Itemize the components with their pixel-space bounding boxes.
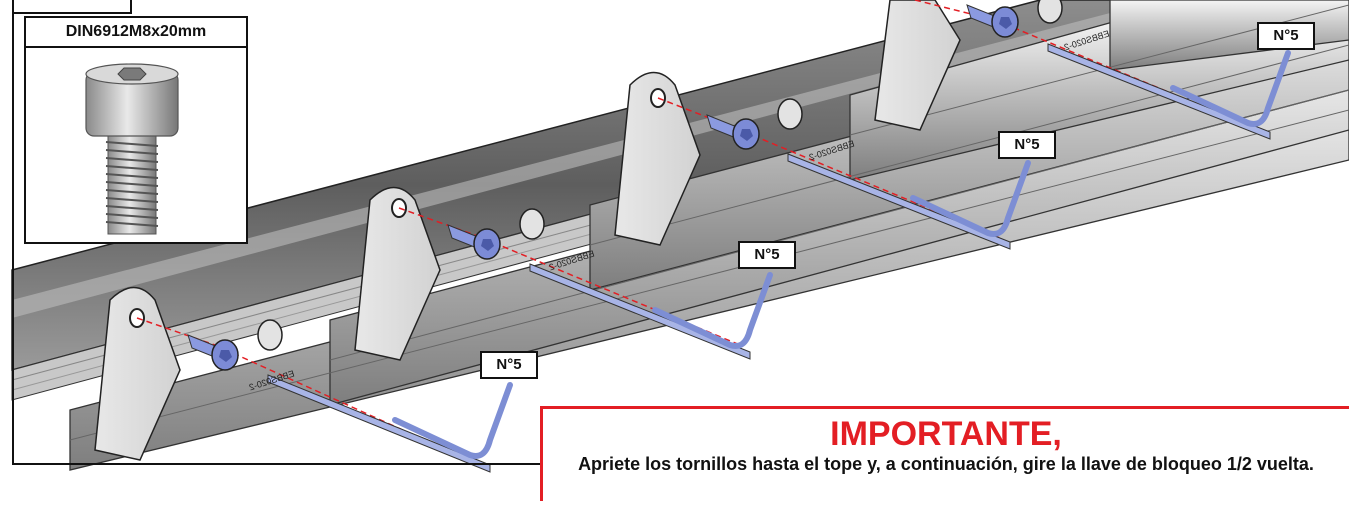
wrench-label-3: N°5 — [998, 131, 1056, 159]
screw-spec-title: DIN6912M8x20mm — [26, 18, 246, 48]
corner-label-box — [12, 0, 132, 14]
allen-wrenches — [392, 50, 1291, 459]
wrench-label-4: N°5 — [1257, 22, 1315, 50]
wrench-label-2: N°5 — [738, 241, 796, 269]
blue-screws — [187, 4, 1019, 371]
wrench-label-1: N°5 — [480, 351, 538, 379]
screw-detail-box: DIN6912M8x20mm — [24, 16, 248, 244]
notice-title: IMPORTANTE, — [830, 415, 1062, 453]
notice-text: Apriete los tornillos hasta el tope y, a… — [578, 454, 1314, 474]
blade-channels — [267, 43, 1271, 473]
socket-head-screw-icon — [85, 63, 179, 235]
important-notice: IMPORTANTE, Apriete los tornillos hasta … — [540, 406, 1349, 501]
pivot-bolts — [257, 0, 1063, 351]
bracket-plates — [94, 0, 961, 461]
louvre-blades — [69, 0, 1349, 471]
